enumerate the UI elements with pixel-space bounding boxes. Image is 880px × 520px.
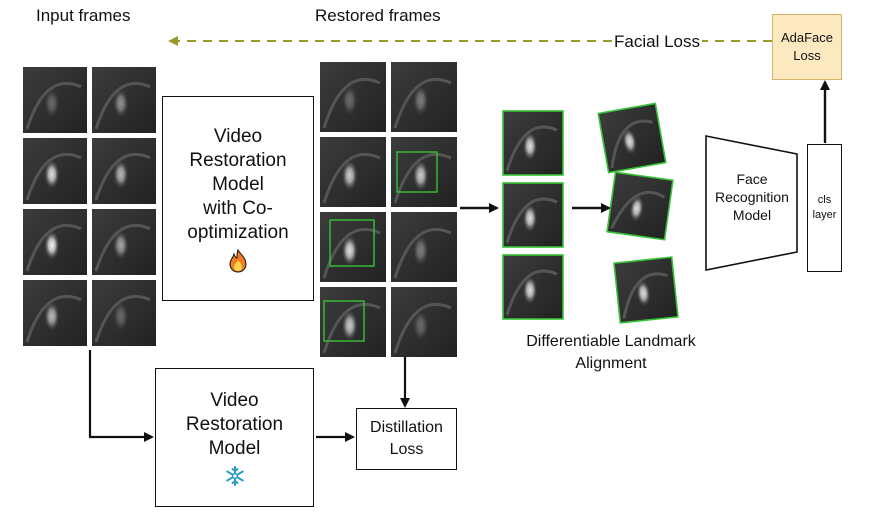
- cls-layer-label: cls layer: [812, 194, 837, 221]
- crop-face-thumbnail: [502, 182, 564, 248]
- adaface-loss-box: AdaFace Loss: [772, 14, 842, 80]
- face-recognition-model-label: Face Recognition Model: [715, 171, 789, 223]
- co-optimization-model-box: Video Restoration Model with Co- optimiz…: [162, 96, 314, 301]
- restored-frame-thumbnail: [391, 287, 457, 357]
- crop-face-thumbnail: [502, 110, 564, 176]
- aligned-face-thumbnail: [597, 102, 667, 174]
- adaface-loss-label: AdaFace Loss: [780, 30, 834, 63]
- aligned-faces-column: [597, 102, 679, 324]
- face-recognition-model-shape: [705, 135, 798, 271]
- aligned-face-thumbnail: [613, 256, 679, 324]
- restored-frames-label: Restored frames: [315, 6, 441, 25]
- co-optimization-model-label: Video Restoration Model with Co- optimiz…: [187, 125, 289, 243]
- input-frame-thumbnail: [23, 67, 87, 133]
- restored-frame-thumbnail: [391, 212, 457, 282]
- restored-frame-thumbnail: [320, 287, 386, 357]
- input-frame-thumbnail: [92, 280, 156, 346]
- fire-icon: [229, 248, 247, 273]
- input-frames-grid: [23, 67, 156, 346]
- frozen-model-label: Video Restoration Model: [185, 389, 284, 459]
- restored-frame-thumbnail: [320, 212, 386, 282]
- distillation-loss-box: Distillation Loss: [356, 408, 457, 470]
- input-frame-thumbnail: [23, 209, 87, 275]
- input-frame-thumbnail: [23, 280, 87, 346]
- input-frames-label: Input frames: [36, 6, 131, 25]
- restored-frames-grid: [320, 62, 457, 357]
- cropped-faces-column: [502, 110, 564, 320]
- input-frame-thumbnail: [23, 138, 87, 204]
- input-frame-thumbnail: [92, 138, 156, 204]
- input-frame-thumbnail: [92, 67, 156, 133]
- facial-loss-label: Facial Loss: [612, 32, 702, 52]
- restored-frame-thumbnail: [320, 137, 386, 207]
- dla-label: Differentiable Landmark Alignment: [526, 333, 696, 372]
- restored-frame-thumbnail: [391, 137, 457, 207]
- frozen-model-box: Video Restoration Model: [155, 368, 314, 507]
- restored-frame-thumbnail: [391, 62, 457, 132]
- crop-face-thumbnail: [502, 254, 564, 320]
- restored-frame-thumbnail: [320, 62, 386, 132]
- arrow-input-to-frozen-model: [88, 350, 154, 442]
- cls-layer-box: cls layer: [807, 144, 842, 272]
- input-frame-thumbnail: [92, 209, 156, 275]
- distillation-loss-label: Distillation Loss: [370, 419, 443, 458]
- aligned-face-thumbnail: [606, 171, 674, 241]
- snowflake-icon: [225, 465, 244, 486]
